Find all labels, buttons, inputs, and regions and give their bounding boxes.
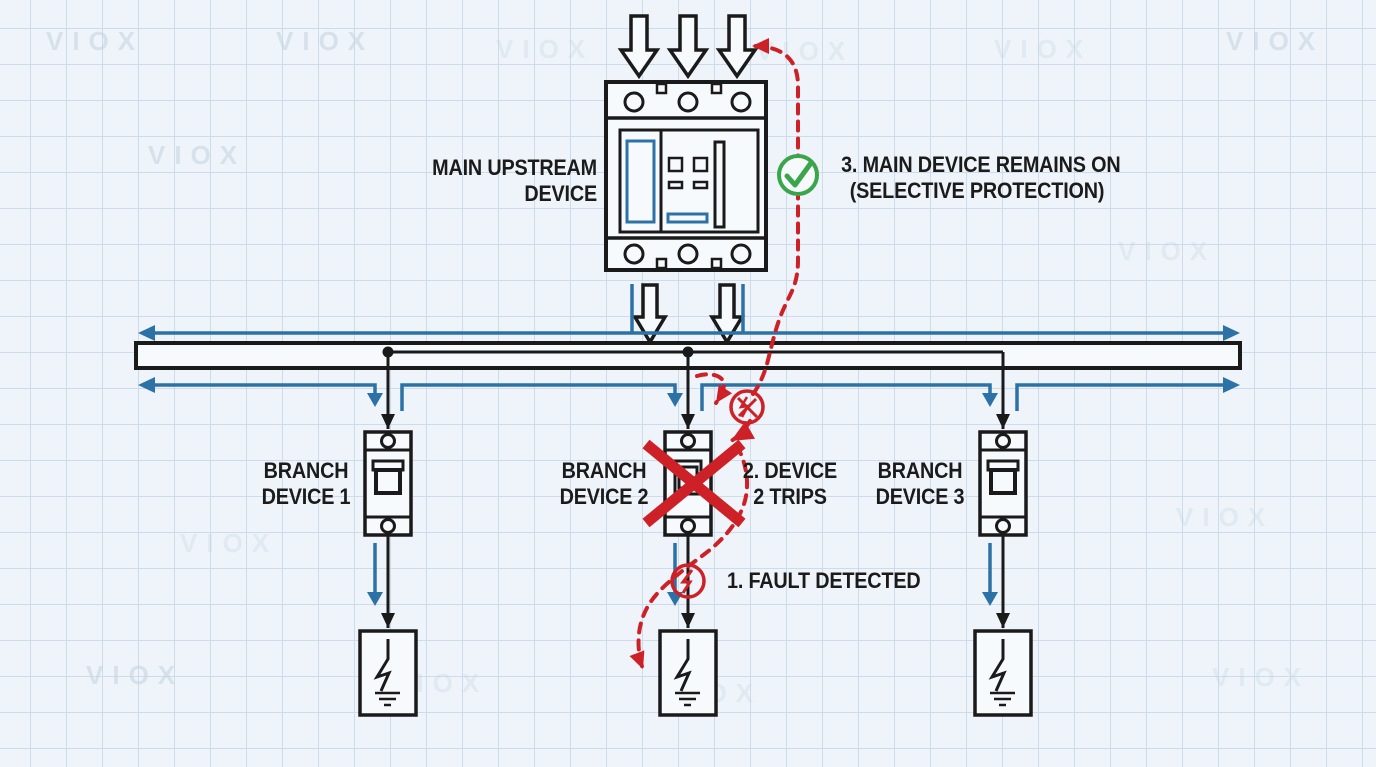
brand-watermark: VIOX xyxy=(1212,662,1311,692)
load-1-ground-fault-icon xyxy=(358,629,418,717)
step1-label: 1. FAULT DETECTED xyxy=(727,568,921,593)
brand-watermark: VIOX xyxy=(496,34,595,64)
current-flow-lines xyxy=(138,284,1240,606)
load-2-ground-fault-icon xyxy=(658,629,718,717)
branch-device-1-label-line1: BRANCH xyxy=(263,458,349,483)
branch-device-2-label: BRANCH DEVICE 2 xyxy=(514,458,694,510)
brand-watermark: VIOX xyxy=(1226,26,1325,56)
step2-label-line2: 2 TRIPS xyxy=(753,484,827,509)
load-3-ground-fault-icon xyxy=(973,629,1033,717)
brand-watermark: VIOX xyxy=(86,660,185,690)
step3-label: 3. MAIN DEVICE REMAINS ON (SELECTIVE PRO… xyxy=(841,152,1121,204)
branch-device-1-label: BRANCH DEVICE 1 xyxy=(216,458,396,510)
tripped-x-icon xyxy=(642,439,746,528)
feed-arrow-icon xyxy=(631,283,746,346)
brand-watermark: VIOX xyxy=(180,528,279,558)
check-icon xyxy=(777,154,819,196)
step2-label: 2. DEVICE 2 TRIPS xyxy=(702,458,878,510)
branch-device-1-symbol xyxy=(363,430,413,537)
supply-arrow-icon xyxy=(617,14,759,80)
main-device-label: MAIN UPSTREAM DEVICE xyxy=(372,155,597,207)
busbar xyxy=(134,341,1242,429)
branch-device-2-label-line2: DEVICE 2 xyxy=(559,484,649,509)
main-breaker-symbol xyxy=(604,80,768,272)
main-device-label-line2: DEVICE xyxy=(524,181,597,206)
branch-device-2-label-line1: BRANCH xyxy=(561,458,647,483)
branch-device-3-label: BRANCH DEVICE 3 xyxy=(830,458,1010,510)
brand-watermark: VIOX xyxy=(1118,236,1217,266)
fault-lightning-icon xyxy=(670,563,706,599)
branch-device-3-symbol xyxy=(978,430,1028,537)
branch-device-1-label-line2: DEVICE 1 xyxy=(261,484,351,509)
step3-label-line2: (SELECTIVE PROTECTION) xyxy=(849,178,1105,203)
branch-device-3-label-line2: DEVICE 3 xyxy=(875,484,965,509)
brand-watermark: VIOX xyxy=(46,26,145,56)
main-device-label-line1: MAIN UPSTREAM xyxy=(432,155,597,180)
brand-watermark: VIOX xyxy=(994,34,1093,64)
brand-watermark: VIOX xyxy=(1176,502,1275,532)
step3-label-line1: 3. MAIN DEVICE REMAINS ON xyxy=(841,152,1121,177)
branch-device-3-label-line1: BRANCH xyxy=(877,458,963,483)
brand-watermark: VIOX xyxy=(148,140,247,170)
brand-watermark: VIOX xyxy=(756,36,855,66)
step2-label-line1: 2. DEVICE xyxy=(742,458,838,483)
brand-watermark: VIOX xyxy=(276,26,375,56)
blocked-fault-icon xyxy=(729,389,765,425)
